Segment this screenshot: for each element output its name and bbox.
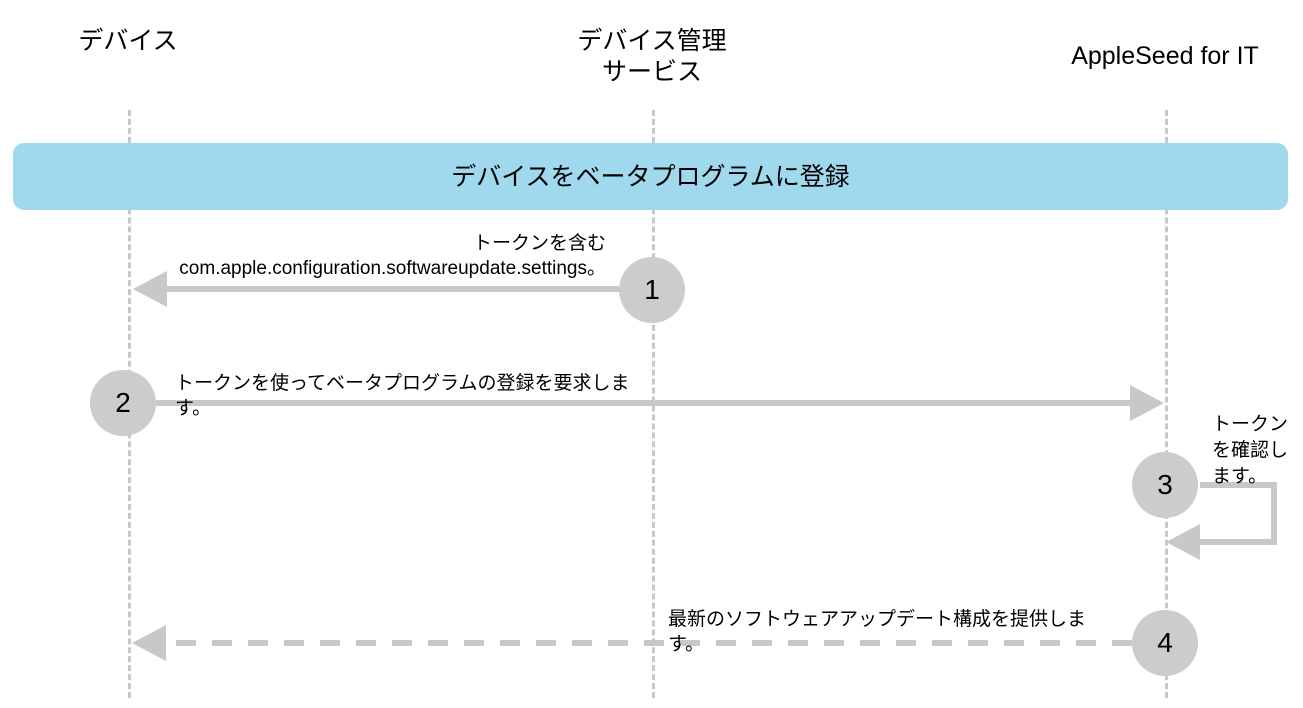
step-number-3: 3 <box>1132 452 1198 518</box>
message-label-4: 最新のソフトウェアアップデート構成を提供します。 <box>668 609 1087 655</box>
step-number-4: 4 <box>1132 610 1198 676</box>
message-label-3: トークン を確認し ます。 <box>1212 414 1289 487</box>
phase-banner-label: デバイスをベータプログラムに登録 <box>451 162 850 191</box>
actor-header-device-management-service: デバイス管理 サービス <box>577 27 727 86</box>
actor-header-appleseed-for-it: AppleSeed for IT <box>1071 42 1259 70</box>
step-number-2: 2 <box>90 370 156 436</box>
lifeline-appleseed-for-it <box>1165 110 1168 698</box>
actor-header-device: デバイス <box>78 27 178 55</box>
step-number-1: 1 <box>619 257 685 323</box>
message-label-2: トークンを使ってベータプログラムの登録を要求します。 <box>175 373 630 419</box>
message-label-1: トークンを含む com.apple.configuration.software… <box>179 233 606 279</box>
phase-banner: デバイスをベータプログラムに登録 <box>13 143 1288 210</box>
